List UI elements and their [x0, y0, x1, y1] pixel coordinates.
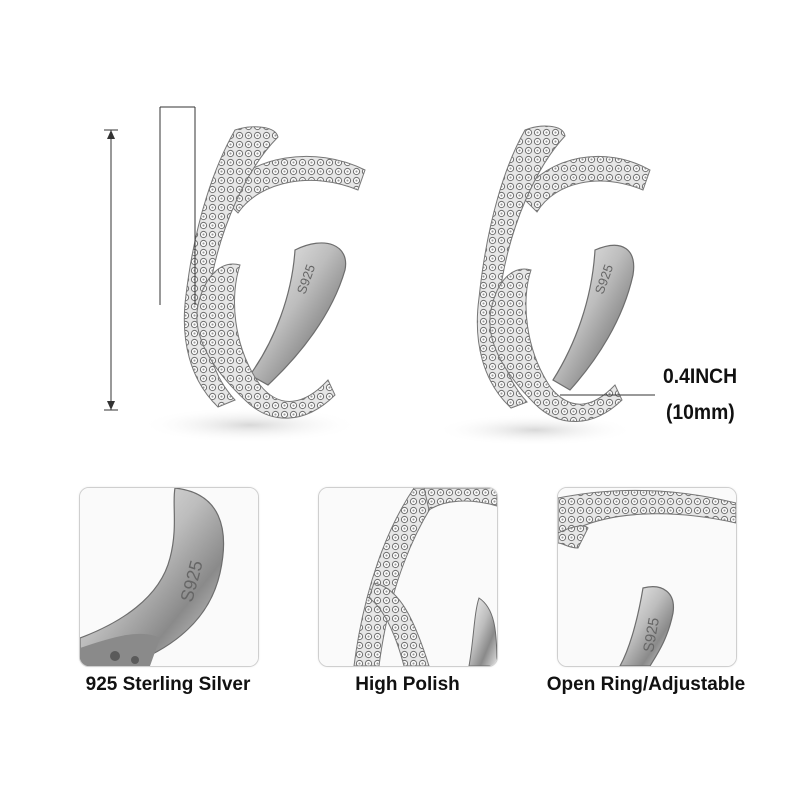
open-cuff-closeup-icon: S925: [558, 488, 736, 666]
caption-high-polish: High Polish: [355, 674, 460, 695]
silver-stamp-closeup-icon: S925: [80, 488, 258, 666]
crossed-bands-closeup-icon: [319, 488, 497, 666]
size-inch-label: 0.4INCH: [663, 365, 738, 388]
right-ear-cuff-illustration: S925: [435, 125, 651, 446]
detail-frame-high-polish: [318, 487, 498, 667]
caption-open-ring-adjustable: Open Ring/Adjustable: [546, 674, 746, 695]
detail-frame-open-ring: S925: [557, 487, 737, 667]
size-callout-line: [560, 394, 655, 396]
size-mm-label: (10mm): [666, 401, 735, 424]
caption-sterling-silver: 925 Sterling Silver: [85, 674, 251, 695]
detail-frame-sterling-silver: S925: [79, 487, 259, 667]
left-ear-cuff-illustration: S925: [104, 106, 366, 443]
s925-stamp: S925: [640, 616, 663, 653]
